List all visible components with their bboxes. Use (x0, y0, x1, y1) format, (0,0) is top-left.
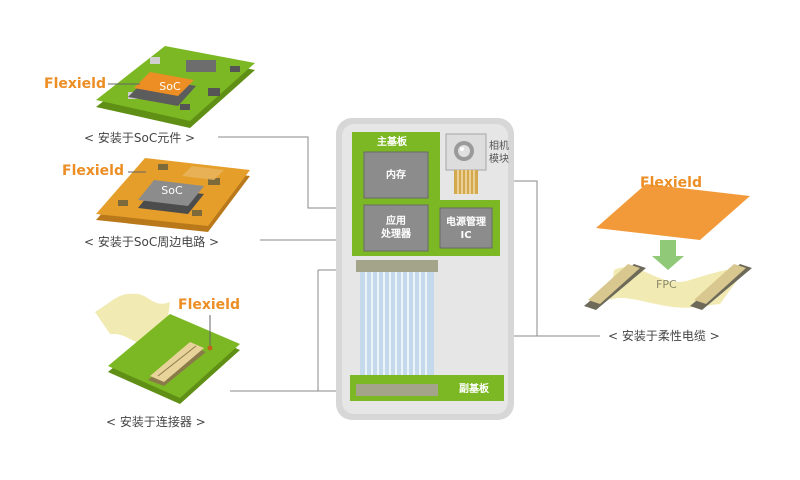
fpc-label: FPC (656, 278, 677, 291)
illustration-soc-circuit (96, 158, 250, 232)
illustration-soc-part (96, 46, 255, 128)
caption-soc-circuit: < 安装于SoC周边电路 > (84, 235, 220, 249)
illustration-fpc (584, 184, 752, 310)
pmic-label: 电源管理 IC (446, 217, 486, 241)
illustration-connector (95, 293, 240, 404)
caption-soc-part: < 安装于SoC元件 > (84, 131, 196, 145)
device-illustration (336, 118, 514, 420)
down-arrow-icon (652, 240, 684, 270)
main-board-label: 主基板 (377, 137, 407, 148)
brand-label-connector: Flexield (178, 297, 241, 313)
camera-module-label: 相机 模块 (489, 141, 509, 165)
processor-label: 应用 处理器 (381, 216, 411, 240)
brand-label-soc-part: Flexield (44, 76, 107, 92)
brand-label-fpc: Flexield (640, 175, 703, 191)
caption-fpc: < 安装于柔性电缆 > (608, 329, 720, 343)
brand-label-soc-circuit: Flexield (62, 163, 125, 179)
caption-connector: < 安装于连接器 > (106, 415, 206, 429)
soc-chip-label: SoC (159, 80, 181, 93)
soc-chip-label-2: SoC (161, 184, 183, 197)
memory-label: 内存 (386, 170, 406, 181)
sub-board-label: 副基板 (459, 384, 489, 395)
